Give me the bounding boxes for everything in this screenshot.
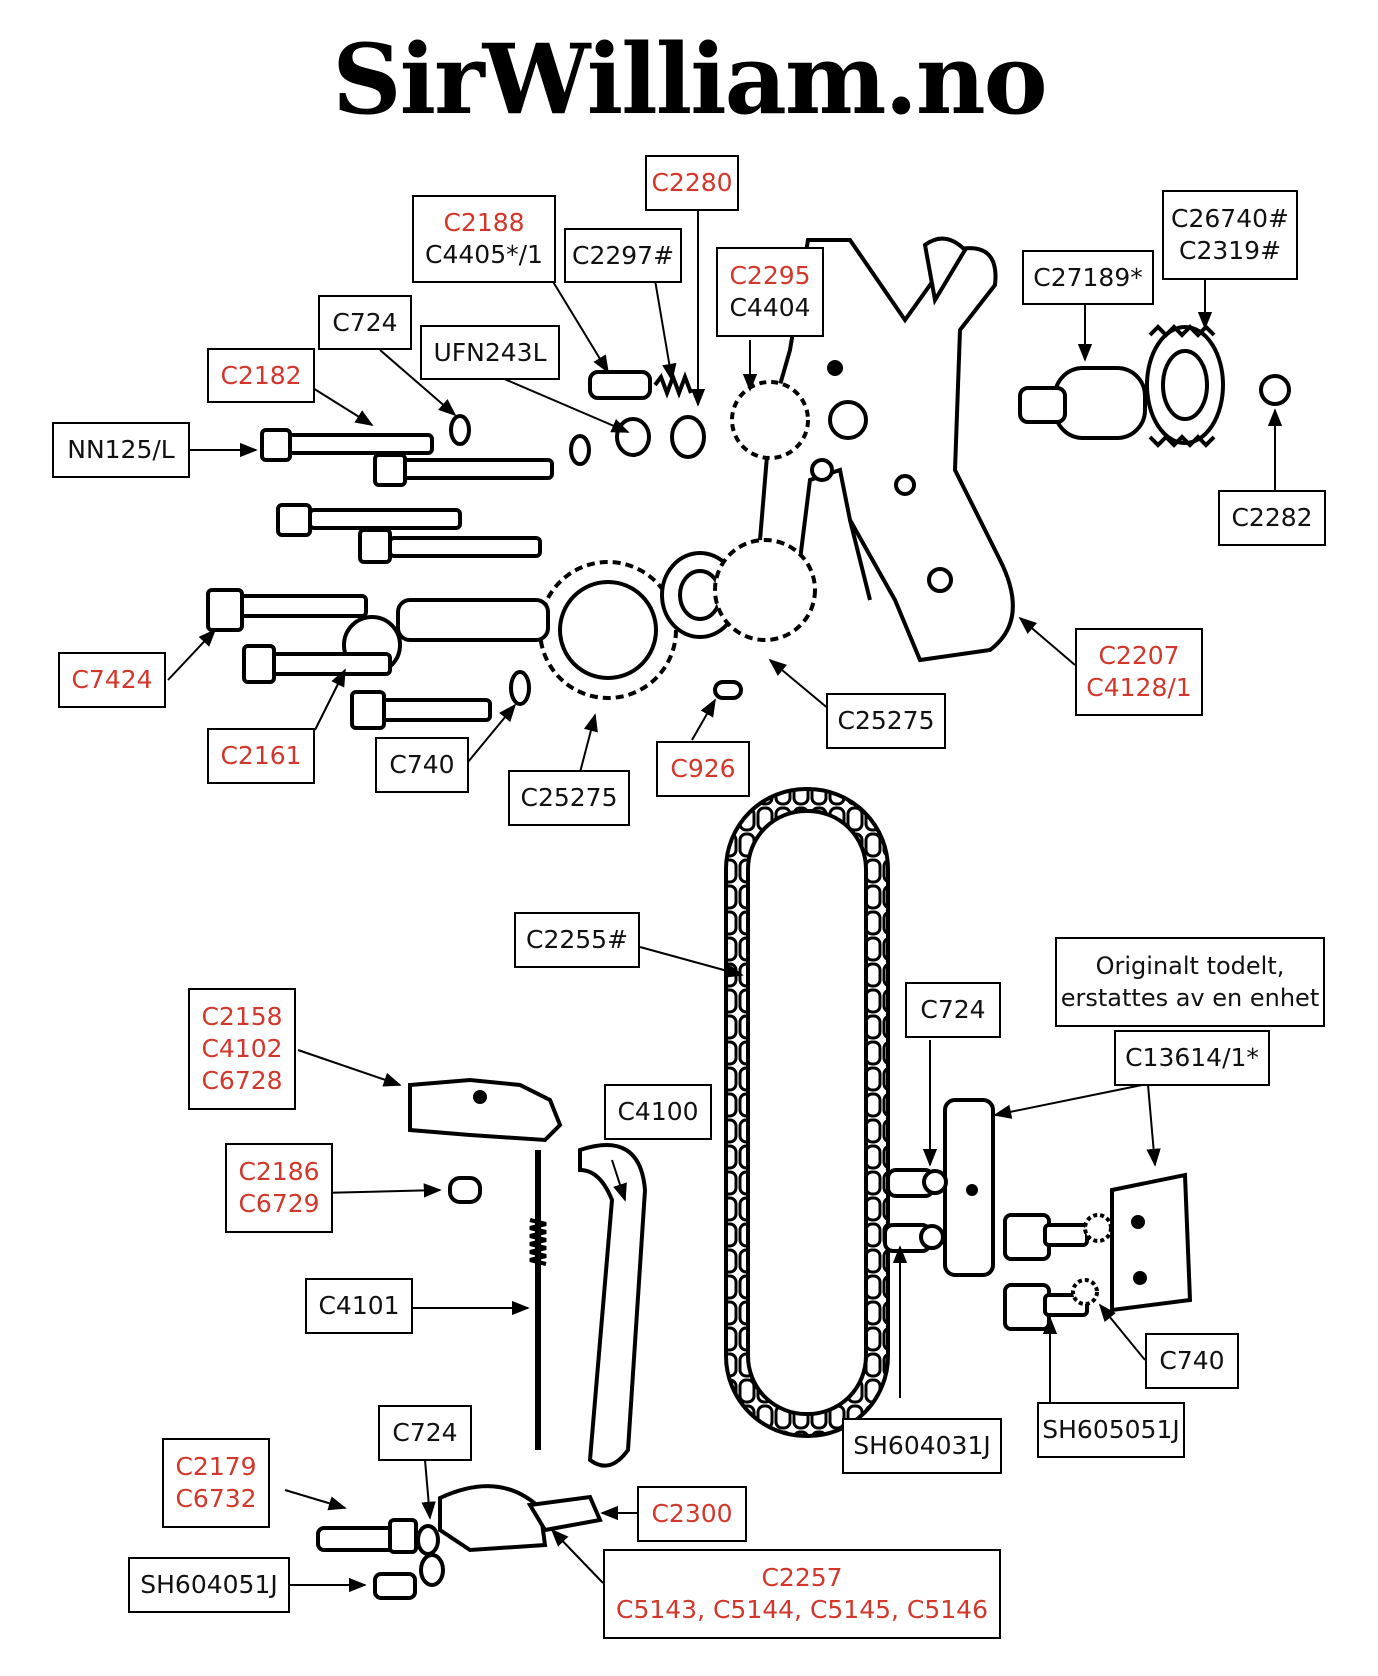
label-c4100: C4100 [604, 1084, 712, 1140]
label-c2295: C2295 C4404 [716, 247, 824, 337]
label-line: C2319# [1178, 236, 1282, 265]
timing-chain [724, 787, 890, 1438]
label-line: C740 [1159, 1346, 1225, 1375]
label-line: C5143, C5144, C5145, C5146 [616, 1595, 988, 1624]
label-line: C2257 [761, 1563, 843, 1592]
label-c2300: C2300 [637, 1486, 747, 1542]
label-c724-bot: C724 [378, 1405, 472, 1461]
label-line: C4404 [729, 293, 811, 322]
label-original-note: Originalt todelt, erstattes av en enhet [1055, 937, 1325, 1027]
camshaft-parts [1018, 324, 1291, 448]
label-c27189: C27189* [1022, 250, 1154, 305]
label-c2188: C2188 C4405*/1 [412, 195, 556, 283]
label-line: C6728 [201, 1066, 283, 1095]
leader-lines [167, 210, 1283, 1593]
label-line: C26740# [1171, 204, 1289, 233]
label-line: C4101 [318, 1291, 400, 1320]
label-line: C2186 [238, 1157, 320, 1186]
label-c2182: C2182 [207, 348, 315, 403]
label-line: C2161 [220, 741, 302, 770]
label-line: C2282 [1231, 503, 1313, 532]
tensioner-parts [316, 1077, 648, 1600]
label-c2179: C2179 C6732 [162, 1438, 270, 1528]
label-c926: C926 [656, 741, 750, 797]
label-line: C724 [920, 995, 986, 1024]
label-nn125l: NN125/L [52, 422, 190, 478]
label-ufn243l: UFN243L [420, 325, 560, 380]
label-line: C724 [332, 307, 398, 337]
label-line: C2179 [175, 1452, 257, 1481]
label-c724-top: C724 [318, 295, 412, 350]
label-line: SH604031J [853, 1431, 991, 1460]
label-c13614: C13614/1* [1114, 1030, 1270, 1086]
label-line: C2182 [220, 360, 302, 390]
label-line: C2158 [201, 1002, 283, 1031]
label-line: C2300 [651, 1499, 733, 1528]
label-c2158: C2158 C4102 C6728 [188, 988, 296, 1110]
label-line: C2295 [729, 261, 811, 290]
label-c2257: C2257 C5143, C5144, C5145, C5146 [603, 1549, 1001, 1639]
label-c25275-right: C25275 [826, 693, 946, 749]
label-line: UFN243L [433, 337, 547, 367]
label-c2255: C2255# [514, 912, 640, 968]
label-line: C4102 [201, 1034, 283, 1063]
label-line: C6732 [175, 1484, 257, 1513]
label-sh605051j: SH605051J [1037, 1402, 1185, 1458]
label-line: C4128/1 [1086, 673, 1192, 702]
label-line: NN125/L [67, 435, 175, 464]
label-c2161: C2161 [207, 728, 315, 784]
label-c2280: C2280 [645, 155, 739, 211]
label-c26740: C26740# C2319# [1162, 190, 1298, 280]
timing-cover-bracket [757, 236, 1015, 663]
label-line: SH605051J [1042, 1415, 1180, 1444]
label-c4101: C4101 [305, 1278, 413, 1334]
label-line: C2188 [443, 208, 525, 237]
label-c2297: C2297# [564, 228, 682, 283]
label-line: C25275 [837, 706, 935, 735]
label-line: erstattes av en enhet [1060, 984, 1320, 1012]
label-line: C6729 [238, 1189, 320, 1218]
label-line: C926 [670, 754, 736, 783]
label-line: C4100 [617, 1097, 699, 1126]
crank-sprocket-assembly [342, 380, 817, 700]
label-line: C4405*/1 [425, 240, 543, 269]
site-title: SirWilliam.no [332, 23, 1047, 136]
label-line: C2280 [651, 168, 733, 197]
label-c7424: C7424 [58, 652, 166, 708]
label-sh604031j: SH604031J [842, 1418, 1002, 1474]
chain-guide-parts [883, 1098, 1193, 1331]
label-line: C2255# [525, 925, 629, 954]
label-line: C25275 [520, 783, 618, 812]
label-line: C740 [389, 750, 455, 779]
label-c724-mid: C724 [905, 982, 1001, 1038]
label-line: C724 [392, 1418, 458, 1447]
label-c2186: C2186 C6729 [225, 1143, 333, 1233]
label-line: C2207 [1098, 641, 1180, 670]
label-c2282: C2282 [1218, 490, 1326, 546]
label-line: C7424 [71, 665, 153, 694]
label-line: SH604051J [140, 1570, 278, 1599]
bolts-and-washers [206, 370, 743, 730]
label-c25275-left: C25275 [508, 770, 630, 826]
label-c740-bot: C740 [1145, 1333, 1239, 1389]
label-line: Originalt todelt, [1095, 952, 1285, 980]
label-line: C2297# [571, 240, 675, 270]
label-c2207: C2207 C4128/1 [1075, 628, 1203, 716]
label-c740-top: C740 [375, 737, 469, 793]
label-sh604051j: SH604051J [128, 1557, 290, 1613]
label-line: C27189* [1033, 262, 1143, 292]
label-line: C13614/1* [1125, 1043, 1259, 1072]
